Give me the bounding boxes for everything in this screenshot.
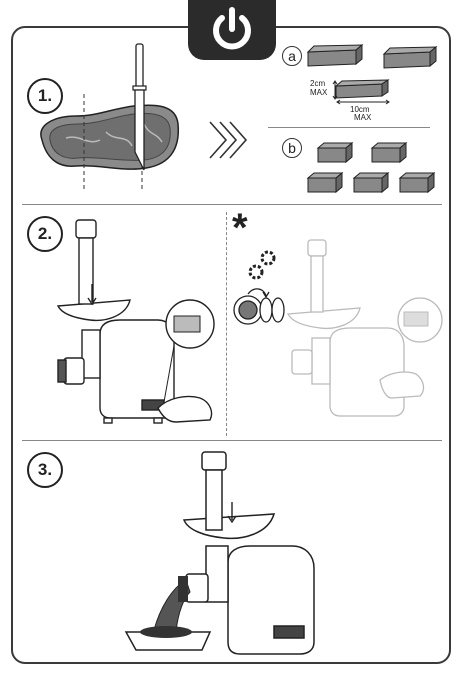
meat-grinder-switch-on-illustration	[56, 219, 215, 424]
step-number-2: 2.	[27, 216, 63, 252]
knife-icon	[132, 43, 147, 171]
gears-icon	[248, 250, 276, 280]
thickness-arrow	[332, 80, 338, 100]
thickness-max-label: MAX	[310, 88, 328, 97]
step-number-1: 1.	[27, 78, 63, 114]
divider-step2-step3	[22, 440, 442, 441]
divider-option-a-b	[268, 127, 430, 128]
meat-grinder-mincing-illustration	[124, 451, 315, 655]
length-arrow	[336, 99, 390, 105]
meat-strips-long	[306, 43, 438, 99]
length-max-label: MAX	[354, 113, 372, 122]
thickness-value-label: 2cm	[310, 79, 326, 88]
power-icon	[213, 7, 251, 50]
meat-cutting-illustration	[40, 43, 180, 190]
reverse-function-illustration	[233, 239, 443, 417]
option-b-badge: b	[282, 138, 302, 158]
note-asterisk: *	[232, 206, 248, 250]
divider-step1-step2	[22, 204, 442, 205]
option-a-badge: a	[282, 46, 302, 66]
step-number-3: 3.	[27, 452, 63, 488]
chevrons-right-icon	[209, 121, 248, 159]
length-value-label: 10cm	[350, 105, 370, 114]
divider-step2-note	[226, 212, 227, 436]
meat-cubes	[306, 141, 436, 194]
